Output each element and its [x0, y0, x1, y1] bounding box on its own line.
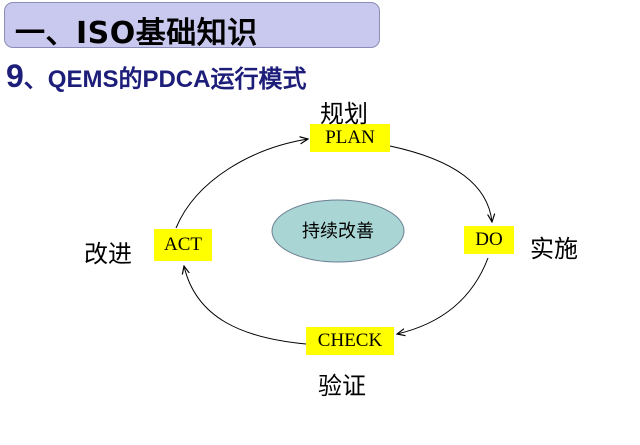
arrow-do-to-check — [397, 257, 489, 334]
plan-caption: 规划 — [320, 100, 368, 128]
check-caption: 验证 — [318, 372, 366, 400]
header-title: 一、ISO基础知识 — [15, 16, 258, 51]
act-box: ACT — [154, 229, 212, 261]
plan-box: PLAN — [310, 124, 390, 152]
section-number: 9 — [6, 58, 24, 94]
center-ellipse — [271, 199, 405, 263]
act-caption: 改进 — [84, 240, 132, 268]
arrow-plan-to-do — [389, 145, 492, 222]
arrow-check-to-act — [184, 266, 307, 345]
center-label: 持续改善 — [302, 221, 374, 242]
arrow-act-to-plan — [175, 139, 308, 229]
section-subtitle-text: 、QEMS的PDCA运行模式 — [23, 66, 307, 93]
section-subtitle: 9、QEMS的PDCA运行模式 — [6, 58, 306, 95]
header-banner: 一、ISO基础知识 — [4, 2, 380, 51]
do-box: DO — [464, 226, 514, 254]
do-caption: 实施 — [530, 235, 578, 263]
check-box: CHECK — [306, 327, 394, 355]
